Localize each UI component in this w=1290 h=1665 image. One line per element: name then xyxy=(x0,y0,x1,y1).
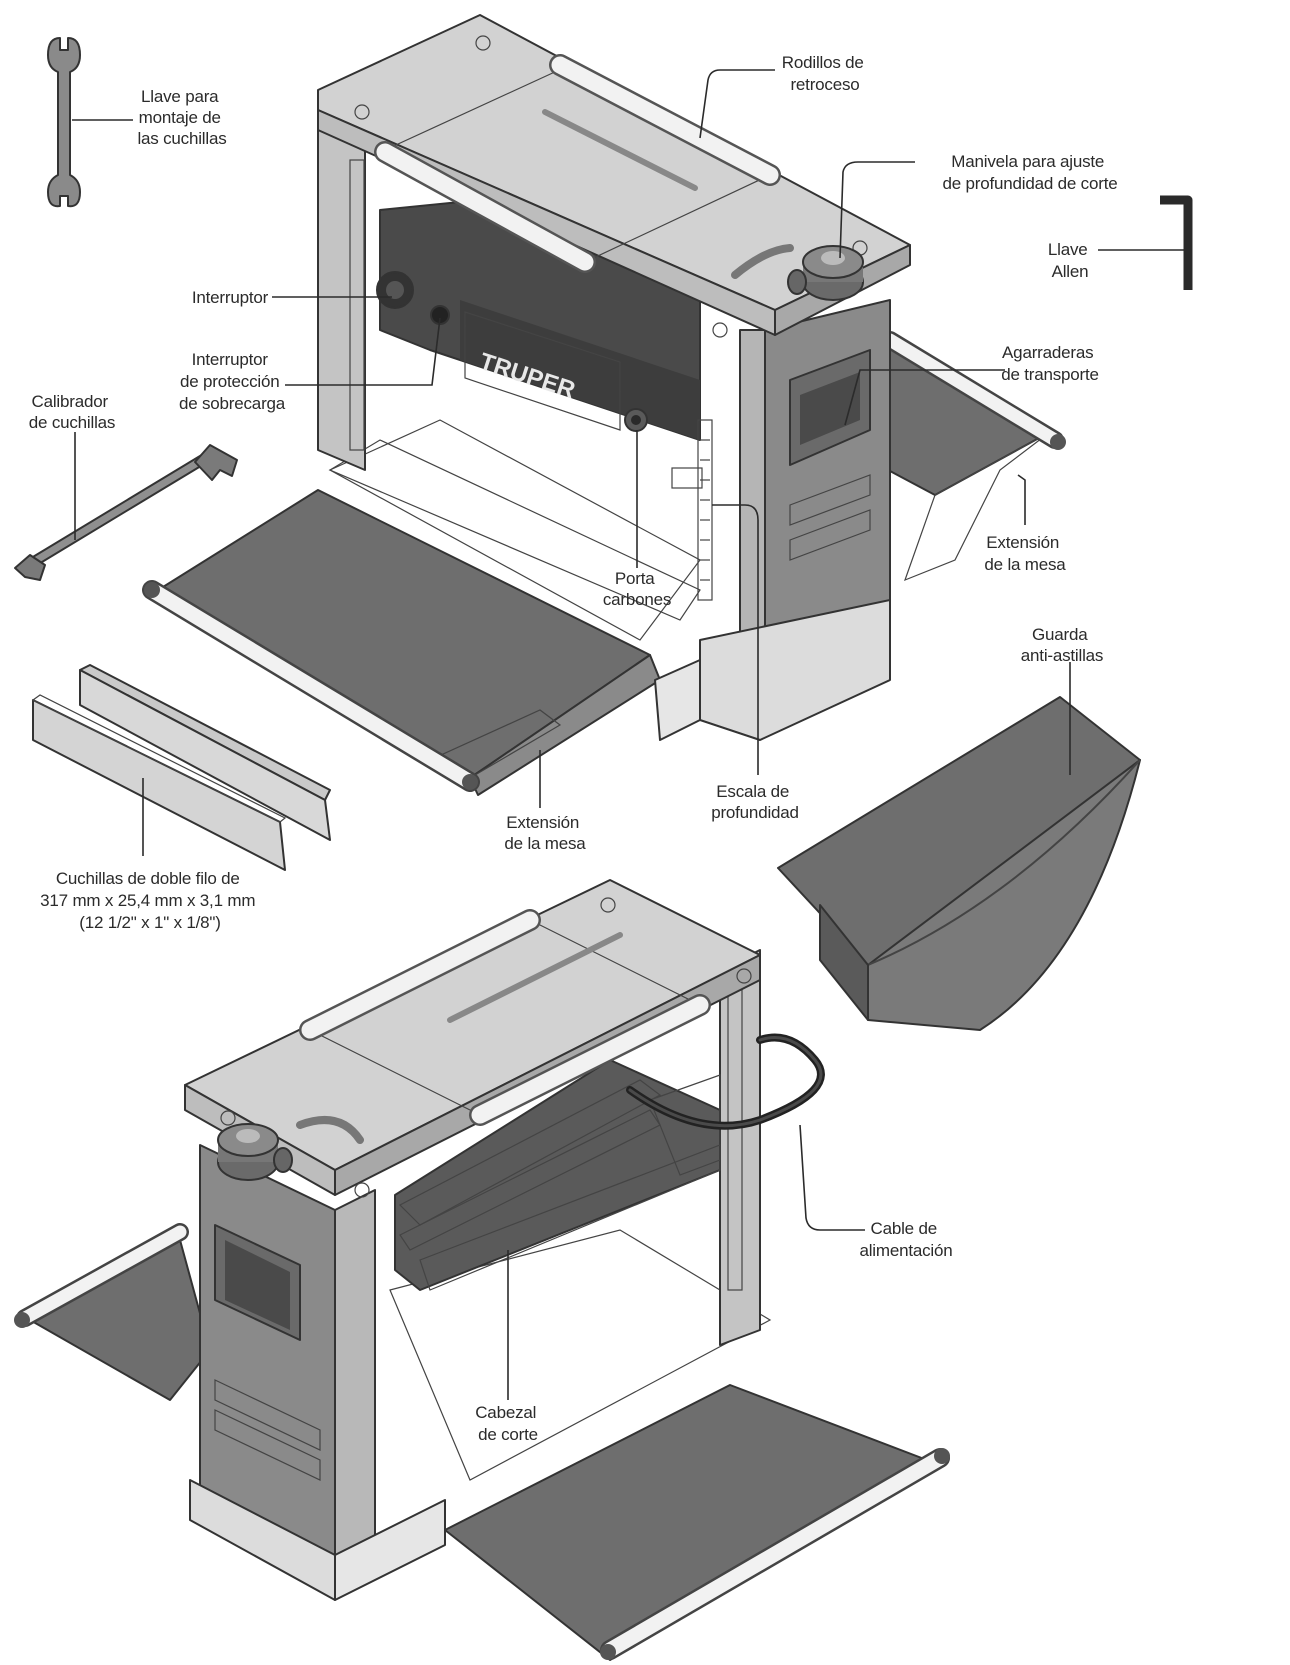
wrench xyxy=(47,37,81,208)
label-rodillos: Rodillos de retroceso xyxy=(782,53,868,94)
label-cabezal: Cabezal de corte xyxy=(475,1403,541,1444)
right-column xyxy=(654,299,891,741)
label-porta-carbones: Porta carbones xyxy=(603,569,671,609)
label-llave-montaje: Llave para montaje de las cuchillas xyxy=(137,87,226,148)
leader-cable xyxy=(799,1124,865,1231)
label-cable: Cable de alimentación xyxy=(859,1219,952,1260)
leader-manivela xyxy=(839,161,915,259)
label-interruptor-proteccion: Interruptor de protección de sobrecarga xyxy=(179,350,286,413)
right-table-extension xyxy=(881,331,1066,582)
blades xyxy=(31,664,331,871)
allen-key xyxy=(1160,195,1193,290)
label-extension-frontal: Extensión de la mesa xyxy=(504,813,586,853)
leader-lines xyxy=(72,69,1188,1400)
return-roller-back xyxy=(551,56,779,184)
front-table-extension xyxy=(142,489,661,796)
bottom-planer xyxy=(14,879,950,1661)
leader-rodillos xyxy=(699,69,775,139)
blade-gauge xyxy=(14,444,238,581)
label-manivela: Manivela para ajuste de profundidad de c… xyxy=(943,152,1118,193)
bottom-left-column xyxy=(189,1144,446,1601)
top-planer: TRUPER xyxy=(142,14,1066,796)
top-plate xyxy=(317,14,911,338)
label-agarraderas: Agarraderas de transporte xyxy=(1001,343,1099,384)
leader-extension-derecha xyxy=(1017,474,1026,525)
label-llave-allen: Llave Allen xyxy=(1048,240,1092,281)
label-extension-derecha: Extensión de la mesa xyxy=(984,533,1066,574)
bottom-depth-crank xyxy=(217,1123,293,1181)
label-interruptor: Interruptor xyxy=(192,288,269,307)
label-guarda: Guarda anti-astillas xyxy=(1021,625,1103,665)
label-escala: Escala de profundidad xyxy=(711,782,799,822)
label-cuchillas: Cuchillas de doble filo de 317 mm x 25,4… xyxy=(40,869,260,932)
return-roller-front xyxy=(376,143,594,271)
front-roller xyxy=(144,582,478,790)
leader-escala xyxy=(712,504,759,775)
depth-crank xyxy=(787,245,864,301)
anti-chip-guard xyxy=(777,696,1141,1031)
depth-scale xyxy=(671,419,713,601)
leader-agarraderas xyxy=(844,369,1005,426)
label-calibrador: Calibrador de cuchillas xyxy=(29,392,115,432)
leader-interruptor-proteccion xyxy=(285,317,441,386)
labels: Llave para montaje de las cuchillas Rodi… xyxy=(29,53,1118,1444)
